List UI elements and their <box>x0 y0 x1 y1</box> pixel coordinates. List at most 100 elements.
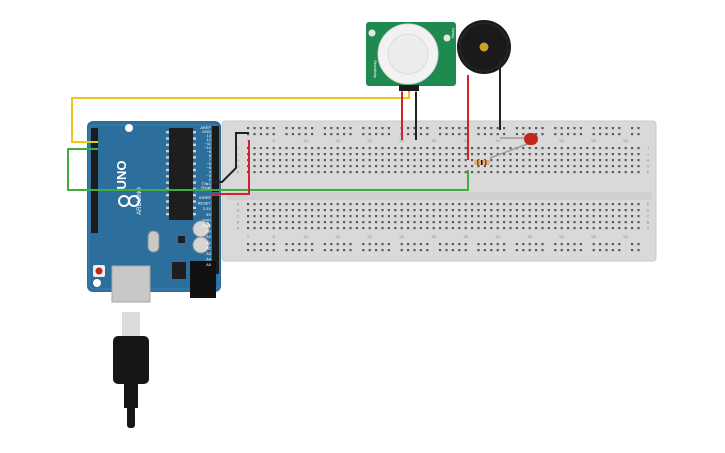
breadboard-hole <box>611 221 614 224</box>
rail-hole <box>605 249 608 252</box>
breadboard-hole <box>343 159 346 162</box>
breadboard-hole <box>426 165 429 168</box>
breadboard-hole <box>400 203 403 206</box>
breadboard-hole <box>266 209 269 212</box>
digital-pin-label: ~6 <box>206 161 211 166</box>
rail-hole <box>407 243 410 246</box>
breadboard-hole <box>394 209 397 212</box>
reset-button-cap[interactable] <box>95 267 103 275</box>
breadboard-hole <box>541 209 544 212</box>
breadboard-hole <box>599 165 602 168</box>
rail-hole <box>253 133 256 136</box>
breadboard-hole <box>515 203 518 206</box>
rail-hole <box>451 127 454 130</box>
breadboard-hole <box>471 221 474 224</box>
breadboard-hole <box>637 171 640 174</box>
rail-hole <box>298 249 301 252</box>
column-number: 50 <box>559 138 564 143</box>
breadboard-hole <box>547 165 550 168</box>
breadboard-hole <box>445 165 448 168</box>
breadboard-hole <box>298 209 301 212</box>
breadboard-hole <box>362 165 365 168</box>
rail-hole <box>419 127 422 130</box>
board-brand-label: ARDUINO <box>137 187 143 215</box>
power-pin-label: A2 <box>206 245 212 250</box>
chip-pin <box>193 131 196 134</box>
breadboard-hole <box>605 159 608 162</box>
small-chip <box>178 236 185 243</box>
rail-hole <box>323 133 326 136</box>
rail-hole <box>419 133 422 136</box>
breadboard-hole <box>535 203 538 206</box>
breadboard-hole <box>304 159 307 162</box>
breadboard-hole <box>317 147 320 150</box>
breadboard-hole <box>298 215 301 218</box>
breadboard-hole <box>579 215 582 218</box>
rail-hole <box>272 243 275 246</box>
breadboard-hole <box>336 227 339 230</box>
breadboard-hole <box>503 227 506 230</box>
breadboard-hole <box>611 159 614 162</box>
chip-pin <box>166 131 169 134</box>
breadboard-hole <box>503 171 506 174</box>
breadboard-hole <box>336 153 339 156</box>
rail-hole <box>445 133 448 136</box>
breadboard-hole <box>618 221 621 224</box>
rail-hole <box>291 243 294 246</box>
breadboard-hole <box>311 209 314 212</box>
breadboard-hole <box>336 159 339 162</box>
breadboard-hole <box>445 209 448 212</box>
breadboard-hole <box>317 159 320 162</box>
rail-hole <box>535 127 538 130</box>
rail-hole <box>464 133 467 136</box>
breadboard-hole <box>515 165 518 168</box>
column-number: 50 <box>559 234 564 239</box>
rail-hole <box>349 127 352 130</box>
rail-hole <box>618 133 621 136</box>
rail-hole <box>592 133 595 136</box>
rail-hole <box>407 127 410 130</box>
breadboard-hole <box>317 165 320 168</box>
breadboard-hole <box>573 203 576 206</box>
rail-hole <box>426 127 429 130</box>
breadboard-hole <box>355 153 358 156</box>
breadboard-hole <box>375 171 378 174</box>
breadboard-hole <box>291 159 294 162</box>
digital-pin-label: 13 <box>207 133 212 138</box>
breadboard-hole <box>323 153 326 156</box>
power-pin-label: RESET <box>198 201 212 206</box>
rail-hole <box>631 249 634 252</box>
row-letter: B <box>237 220 240 225</box>
breadboard-hole <box>394 147 397 150</box>
arduino-uno-board: UNO ARDUINO AREFGND1312~11~10~987~6~54~3… <box>87 121 221 303</box>
breadboard-hole <box>458 153 461 156</box>
breadboard-hole <box>445 153 448 156</box>
breadboard-hole <box>432 171 435 174</box>
breadboard-hole <box>419 147 422 150</box>
breadboard-hole <box>394 221 397 224</box>
breadboard-hole <box>637 159 640 162</box>
breadboard-hole <box>503 147 506 150</box>
breadboard-hole <box>266 159 269 162</box>
breadboard-hole <box>394 165 397 168</box>
breadboard-hole <box>407 227 410 230</box>
breadboard-hole <box>522 165 525 168</box>
breadboard-hole <box>362 227 365 230</box>
breadboard-hole <box>471 209 474 212</box>
breadboard-hole <box>336 203 339 206</box>
breadboard-hole <box>349 153 352 156</box>
breadboard-hole <box>247 227 250 230</box>
breadboard-hole <box>528 203 531 206</box>
breadboard-hole <box>253 159 256 162</box>
breadboard-hole <box>426 159 429 162</box>
breadboard-hole <box>426 153 429 156</box>
digital-pin-label: 2 <box>209 177 212 182</box>
rail-hole <box>554 127 557 130</box>
row-letter: D <box>647 208 650 213</box>
breadboard-hole <box>483 147 486 150</box>
breadboard-hole <box>631 209 634 212</box>
breadboard-hole <box>541 215 544 218</box>
rail-hole <box>375 133 378 136</box>
digital-pin-label: ~9 <box>206 149 211 154</box>
column-number: 30 <box>431 138 436 143</box>
